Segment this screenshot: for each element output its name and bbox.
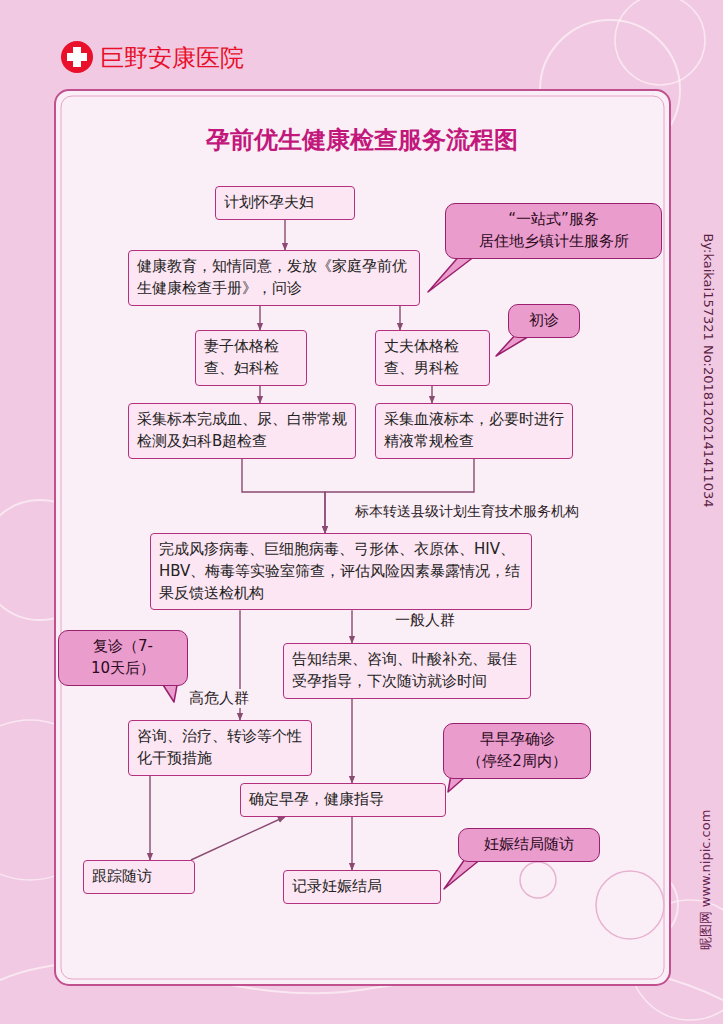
flow-connector <box>351 817 352 870</box>
node-text: 咨询、治疗、转诊等个性化干预措施 <box>137 726 303 770</box>
node-text: 记录妊娠结局 <box>292 876 432 898</box>
node-text: 采集标本完成血、尿、白带常规检测及妇科B超检查 <box>137 409 347 453</box>
node-text: 计划怀孕夫妇 <box>224 192 346 214</box>
process-box: 跟踪随访 <box>83 860 195 894</box>
process-box: 咨询、治疗、转诊等个性化干预措施 <box>128 720 312 776</box>
diagram-title: 孕前优生健康检查服务流程图 <box>0 124 723 156</box>
process-box: 确定早孕，健康指导 <box>240 783 446 817</box>
panel-rings <box>520 862 664 939</box>
hospital-name: 巨野安康医院 <box>100 42 244 74</box>
callout-tail <box>444 859 481 889</box>
process-box: 健康教育，知情同意，发放《家庭孕前优生健康检查手册》，问诊 <box>128 250 420 306</box>
callout-bubble: 妊娠结局随访 <box>458 828 600 862</box>
node-text: 健康教育，知情同意，发放《家庭孕前优生健康检查手册》，问诊 <box>137 256 411 300</box>
node-text: 确定早孕，健康指导 <box>249 789 437 811</box>
flow-connector <box>325 459 474 534</box>
process-box: 采集血液标本，必要时进行精液常规检查 <box>375 403 573 459</box>
node-text: 丈夫体格检查、男科检 <box>384 336 481 380</box>
content-panel <box>55 90 670 985</box>
process-box: 采集标本完成血、尿、白带常规检测及妇科B超检查 <box>128 403 356 459</box>
node-text: 妻子体格检查、妇科检 <box>204 336 298 380</box>
node-text: 妊娠结局随访 <box>467 834 591 856</box>
callout-tail <box>428 256 476 293</box>
flow-connector <box>191 817 285 860</box>
node-text: 早早孕确诊（停经2周内） <box>452 729 582 773</box>
node-text: 跟踪随访 <box>92 866 186 888</box>
flow-connector <box>284 220 285 250</box>
callout-tail <box>496 335 531 356</box>
transfer-note: 标本转送县级计划生育技术服务机构 <box>355 503 579 521</box>
process-box: 计划怀孕夫妇 <box>215 186 355 220</box>
node-text: 初诊 <box>517 310 571 332</box>
node-text: “一站式”服务 居住地乡镇计生服务所 <box>454 209 653 253</box>
process-box: 记录妊娠结局 <box>283 870 441 904</box>
callout-bubble: 初诊 <box>508 304 580 338</box>
watermark-id: By:kaikai157321 No:20181202141411034 <box>700 233 715 507</box>
flow-connector <box>242 459 325 534</box>
callout-bubble: 复诊（7-10天后） <box>58 630 188 686</box>
node-text: 告知结果、咨询、叶酸补充、最佳受孕指导，下次随访就诊时间 <box>292 649 522 693</box>
process-box: 妻子体格检查、妇科检 <box>195 330 307 386</box>
flow-connector <box>351 699 352 784</box>
flow-connector <box>431 386 432 404</box>
flow-connector <box>399 306 400 331</box>
flow-connector <box>149 776 150 861</box>
panel-inner-line <box>61 96 664 979</box>
callout-bubble: 早早孕确诊（停经2周内） <box>443 723 591 779</box>
edge-label: 高危人群 <box>186 689 252 708</box>
watermark-site: 昵图网 www.nipic.com <box>697 810 715 951</box>
node-text: 复诊（7-10天后） <box>67 636 179 680</box>
callout-bubble: “一站式”服务 居住地乡镇计生服务所 <box>445 203 662 259</box>
node-text: 采集血液标本，必要时进行精液常规检查 <box>384 409 564 453</box>
flow-connector <box>351 610 352 643</box>
process-box: 告知结果、咨询、叶酸补充、最佳受孕指导，下次随访就诊时间 <box>283 643 531 699</box>
process-box: 完成风疹病毒、巨细胞病毒、弓形体、衣原体、HIV、HBV、梅毒等实验室筛查，评估… <box>150 533 532 610</box>
edge-label: 一般人群 <box>392 611 458 630</box>
process-box: 丈夫体格检查、男科检 <box>375 330 490 386</box>
flow-connector <box>259 306 260 331</box>
hospital-logo <box>61 41 93 73</box>
flow-connector <box>259 386 260 404</box>
node-text: 完成风疹病毒、巨细胞病毒、弓形体、衣原体、HIV、HBV、梅毒等实验室筛查，评估… <box>159 539 523 604</box>
